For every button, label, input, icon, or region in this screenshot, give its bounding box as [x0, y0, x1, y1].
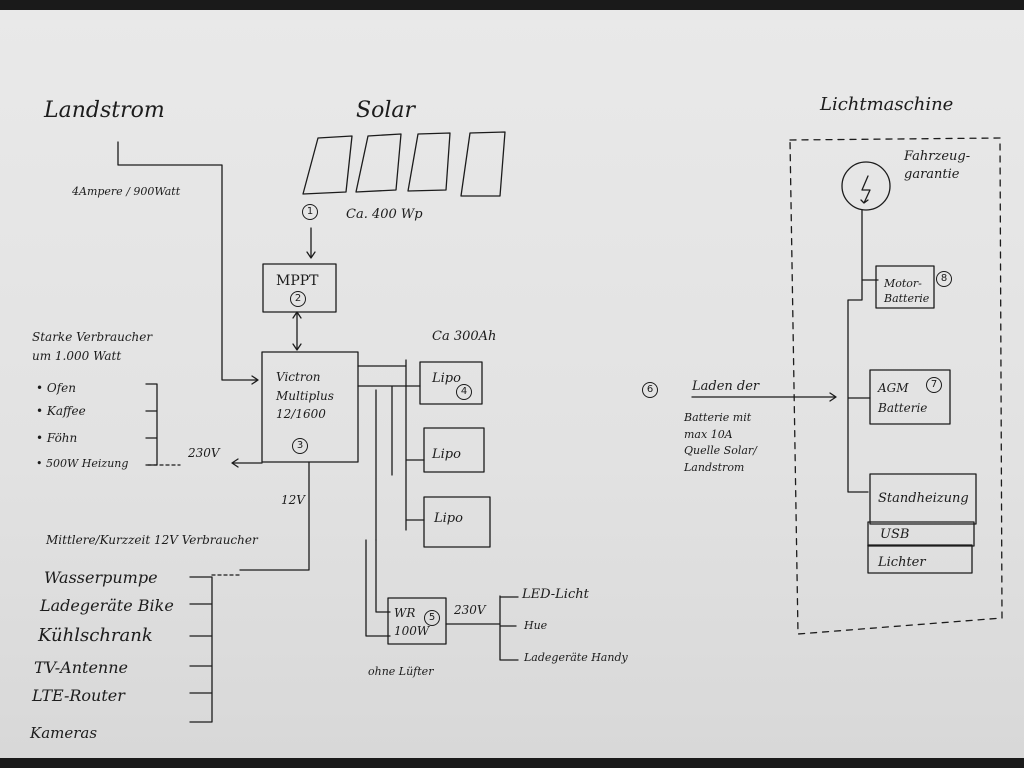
- solar-to-mppt-arrow: [306, 227, 316, 259]
- high-consumers-title: Starke Verbraucher um 1.000 Watt: [32, 330, 153, 364]
- lipo-label-2: Lipo: [432, 447, 461, 462]
- battery-capacity-label: Ca 300Ah: [432, 329, 497, 344]
- inverter-note: ohne Lüfter: [368, 665, 434, 678]
- motor-battery-box: [875, 265, 935, 309]
- charging-arrow: [691, 392, 837, 402]
- lipo-box-2: [423, 427, 485, 473]
- voltage-230v-inverter: 230V: [454, 603, 486, 617]
- consumer-12v-item: Ladegeräte Bike: [40, 596, 174, 615]
- inverter-label: WR 100W: [394, 606, 430, 638]
- inverter-consumer-item: Ladegeräte Handy: [524, 651, 628, 664]
- usb-label: USB: [880, 527, 910, 542]
- lipo-box-1: [419, 361, 483, 405]
- inverter-consumer-item: LED-Licht: [522, 587, 589, 602]
- lipo-label-3: Lipo: [434, 511, 463, 526]
- consumers-12v-title: Mittlere/Kurzzeit 12V Verbraucher: [46, 533, 258, 547]
- mppt-to-victron-arrow: [292, 311, 302, 351]
- mppt-label: MPPT: [276, 273, 319, 289]
- marker-6: 6: [642, 382, 658, 398]
- lichter-box: [867, 544, 973, 574]
- lichter-label: Lichter: [878, 555, 926, 570]
- solar-label: Solar: [356, 98, 415, 123]
- solar-panel-1: [302, 135, 353, 195]
- marker-2: 2: [290, 291, 306, 307]
- victron-12v-line: [239, 461, 310, 571]
- marker-1: 1: [302, 204, 318, 220]
- charging-note-text: Batterie mit max 10A Quelle Solar/ Lands…: [684, 411, 757, 474]
- vehicle-area-boundary: [789, 137, 1003, 635]
- high-consumer-bracket: [145, 383, 158, 466]
- vehicle-bus: [847, 209, 879, 493]
- agm-battery-label: AGM Batterie: [878, 381, 928, 416]
- victron-box: [261, 351, 359, 463]
- victron-label: Victron Multiplus 12/1600: [276, 370, 334, 422]
- solar-panel-4: [460, 131, 506, 197]
- consumer-12v-item: TV-Antenne: [34, 658, 128, 677]
- fahrzeuggarantie-label: Fahrzeug- garantie: [904, 149, 971, 183]
- consumer-12v-item: Kühlschrank: [38, 625, 153, 646]
- agm-battery-box: [869, 369, 951, 425]
- inverter-230v-out: [445, 595, 519, 661]
- consumer-12v-item: Kameras: [30, 724, 98, 742]
- voltage-12v: 12V: [281, 493, 305, 507]
- high-consumer-item: • 500W Heizung: [36, 457, 129, 470]
- high-consumer-item: • Föhn: [36, 431, 78, 445]
- solar-panel-3: [407, 132, 451, 192]
- landstrom-spec: 4Ampere / 900Watt: [72, 185, 181, 198]
- marker-4: 4: [456, 384, 472, 400]
- high-consumer-item: • Ofen: [36, 381, 77, 395]
- solar-panel-2: [355, 133, 402, 193]
- marker-7: 7: [926, 377, 942, 393]
- marker-5: 5: [424, 610, 440, 626]
- standheizung-box: [869, 473, 977, 525]
- solar-panels: [302, 131, 506, 197]
- standheizung-label: Standheizung: [878, 491, 969, 506]
- inverter-consumer-item: Hue: [524, 619, 548, 632]
- motor-battery-label: Motor- Batterie: [884, 277, 930, 306]
- landstrom-line: [117, 141, 259, 385]
- inverter-box: [387, 597, 447, 645]
- battery-to-inverter: [365, 539, 391, 637]
- victron-battery-bus: [357, 359, 425, 541]
- mppt-box: [262, 263, 337, 313]
- usb-box: [867, 521, 975, 547]
- charging-note-title: Laden der: [692, 379, 760, 394]
- marker-3: 3: [292, 438, 308, 454]
- alternator-lightning: [860, 175, 871, 204]
- lipo-box-3: [423, 496, 491, 548]
- landstrom-label: Landstrom: [44, 98, 165, 123]
- victron-230v-out: [231, 458, 263, 468]
- lichtmaschine-label: Lichtmaschine: [820, 94, 954, 115]
- solar-spec: Ca. 400 Wp: [346, 207, 423, 222]
- consumer-12v-item: LTE-Router: [32, 686, 125, 705]
- consumer-12v-item: Wasserpumpe: [44, 568, 158, 587]
- consumer-12v-bracket: [189, 576, 213, 723]
- voltage-230v-left: 230V: [188, 446, 220, 460]
- alternator-circle: [841, 161, 891, 211]
- high-consumer-item: • Kaffee: [36, 404, 86, 418]
- paper-sheet: [0, 10, 1024, 758]
- marker-8: 8: [936, 271, 952, 287]
- lipo-label-1: Lipo: [432, 371, 461, 386]
